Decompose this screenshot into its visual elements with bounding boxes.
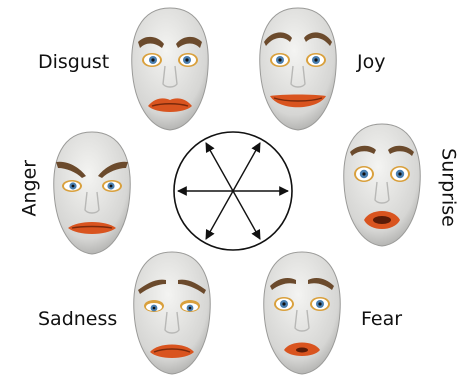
- face-anger: [50, 130, 134, 256]
- face-sadness: [130, 250, 214, 376]
- emotion-wheel: [172, 130, 294, 252]
- label-anger: Anger: [21, 165, 40, 217]
- face-disgust: [128, 6, 212, 132]
- face-joy: [256, 6, 340, 132]
- face-fear: [260, 250, 344, 376]
- label-disgust: Disgust: [38, 53, 109, 72]
- label-surprise: Surprise: [439, 147, 458, 229]
- label-sadness: Sadness: [38, 310, 117, 329]
- label-joy: Joy: [357, 53, 385, 72]
- face-surprise: [340, 122, 424, 248]
- label-fear: Fear: [361, 310, 402, 329]
